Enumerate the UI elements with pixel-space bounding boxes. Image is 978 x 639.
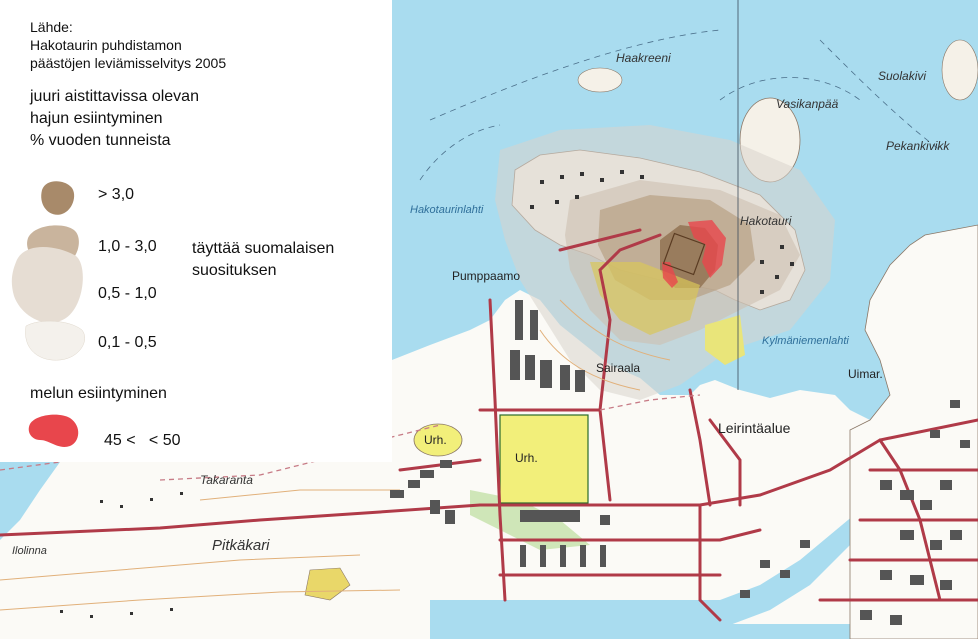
- noise-zone-2: [662, 262, 678, 288]
- noise-swatch: [28, 414, 79, 447]
- legend-recommendation-note: täyttää suomalaisen suosituksen: [192, 238, 334, 282]
- legend-description-line: juuri aistittavissa olevan: [30, 88, 199, 105]
- legend-noise-title: melun esiintyminen: [30, 385, 167, 402]
- small-houses: [60, 170, 794, 618]
- legend-swatches: [11, 181, 85, 447]
- label-pekankivikko: Pekankivikk: [886, 139, 950, 153]
- buildings: [390, 300, 970, 625]
- label-pitkakari: Pitkäkari: [212, 537, 270, 554]
- odor-swatch-over-3: [41, 181, 75, 215]
- label-suolakivi: Suolakivi: [878, 69, 926, 83]
- noise-zone: [688, 220, 726, 278]
- field-pitkakari: [304, 567, 351, 601]
- legend-source-line: päästöjen leviämisselvitys 2005: [30, 55, 227, 71]
- park-kylmaniemi: [705, 315, 745, 365]
- label-ilolinna: Ilolinna: [12, 545, 47, 557]
- legend-description-line: hajun esiintyminen: [30, 110, 163, 127]
- river-bottom: [430, 624, 950, 639]
- field-urh-small: [413, 423, 463, 457]
- legend-noise-label: 45 < < 50: [104, 432, 181, 449]
- label-hakotaurinlahti: Hakotaurinlahti: [410, 204, 484, 216]
- legend-label-05-1: 0,5 - 1,0: [98, 285, 157, 302]
- river: [430, 495, 888, 625]
- depth-lines: [419, 29, 941, 181]
- legend-description: juuri aistittavissa olevan hajun esiinty…: [30, 86, 199, 152]
- field-urh-large: [499, 414, 589, 504]
- label-uimar: Uimar.: [848, 367, 883, 381]
- legend-note-line: täyttää suomalaisen: [192, 240, 335, 257]
- odor-swatch-01-05: [25, 320, 85, 361]
- treatment-plant: [662, 232, 706, 276]
- sea-left: [0, 462, 60, 540]
- legend-description-line: % vuoden tunneista: [30, 132, 171, 149]
- legend-source-line: Lähde:: [30, 19, 73, 35]
- legend-label-01-05: 0,1 - 0,5: [98, 334, 157, 351]
- label-leirintaalue: Leirintäalue: [718, 420, 791, 436]
- legend-source: Lähde: Hakotaurin puhdistamon päästöjen …: [30, 18, 226, 72]
- label-takaranta: Takaranta: [200, 473, 253, 487]
- island-haakreeni: [577, 67, 623, 93]
- odor-swatch-05-1: [11, 247, 83, 323]
- legend-label-1-3: 1,0 - 3,0: [98, 238, 157, 255]
- minor-roads: [0, 394, 701, 481]
- label-sairaala: Sairaala: [596, 361, 640, 375]
- contour-lines: [0, 299, 671, 611]
- label-hakotauri: Hakotauri: [740, 214, 792, 228]
- legend-source-line: Hakotaurin puhdistamon: [30, 37, 182, 53]
- label-urh-large: Urh.: [515, 451, 538, 465]
- legend-note-line: suosituksen: [192, 262, 277, 279]
- label-vasikanpaa: Vasikanpää: [776, 97, 839, 111]
- label-kylmaniemenlahti: Kylmäniemenlahti: [762, 335, 849, 347]
- legend-panel: Lähde: Hakotaurin puhdistamon päästöjen …: [0, 0, 392, 462]
- label-pumppaamo: Pumppaamo: [452, 269, 520, 283]
- label-haakreeni: Haakreeni: [616, 51, 671, 65]
- island-east: [941, 39, 978, 101]
- legend-label-over-3: > 3,0: [98, 186, 135, 203]
- label-urh-small: Urh.: [424, 433, 447, 447]
